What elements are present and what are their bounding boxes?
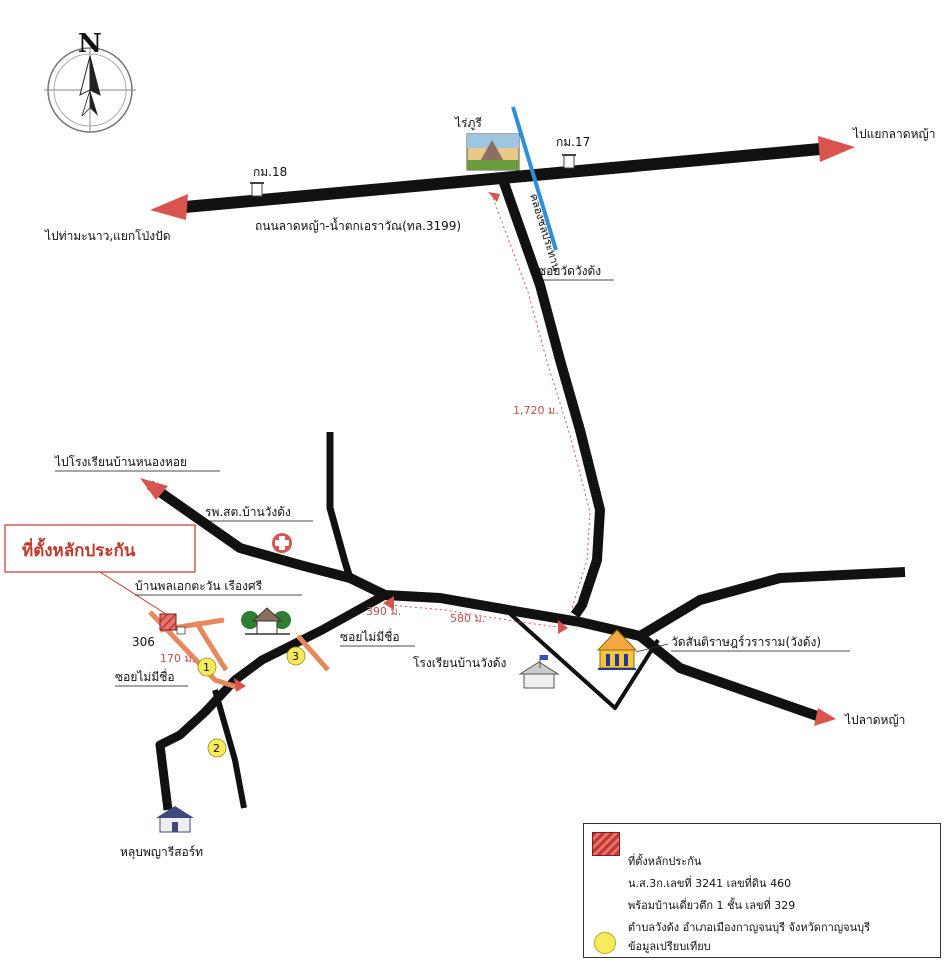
comparable-marker-2: 2 (207, 738, 227, 758)
collateral-callout: ที่ตั้งหลักประกัน (4, 524, 196, 615)
route-dotted-path (492, 197, 591, 609)
north-branch-road (326, 432, 354, 580)
temple-icon (596, 629, 669, 670)
rai-phuri-picture (466, 133, 520, 171)
southwest-road (155, 591, 388, 811)
legend-comparable: ข้อมูลเปรียบเทียบ (628, 940, 711, 953)
lot-number-label: 306 (132, 635, 155, 649)
collateral-title: ที่ตั้งหลักประกัน (22, 537, 136, 561)
collateral-plot (159, 613, 177, 631)
distance-1720: 1,720 ม. (513, 404, 559, 417)
school-loop-road (506, 610, 660, 710)
to-ladya-junction-label: ไปแยกลาดหญ้า (852, 127, 935, 141)
svg-text:2: 2 (213, 742, 220, 755)
distance-580: 580 ม. (450, 612, 485, 625)
school-icon (518, 655, 560, 689)
to-thamanao-label: ไปท่ามะนาว,แยกโป่งปัด (44, 229, 171, 243)
main-road-label: ถนนลาดหญ้า-น้ำตกเอราวัณ(ทล.3199) (255, 217, 461, 233)
legend-location: ตำบลวังด้ง อำเภอเมืองกาญจนบุรี จังหวัดกา… (628, 921, 871, 934)
resort-icon (156, 806, 194, 833)
soi-no-name-label-1: ซอยไม่มีชื่อ (115, 668, 175, 684)
house-pol-label: บ้านพลเอกตะวัน เรืองศรี (135, 579, 263, 593)
legend-collateral: ที่ตั้งหลักประกัน (628, 855, 702, 868)
legend-deed: น.ส.3ก.เลขที่ 3241 เลขที่ดิน 460 (628, 877, 792, 890)
to-school-nonghoi-label: ไปโรงเรียนบ้านหนองหอย (54, 455, 187, 469)
comparable-marker-3: 3 (286, 646, 306, 666)
soi-wat-wangdang-label: ซอยวัดวังด้ง (538, 264, 601, 278)
house-icon (241, 607, 291, 635)
distance-390: 390 ม. (366, 605, 401, 618)
soi-wat-wangdang-road (498, 178, 605, 618)
svg-text:3: 3 (292, 650, 299, 663)
temple-label: วัดสันติราษฎร์วราราม(วังด้ง) (671, 635, 821, 649)
health-station (272, 533, 292, 553)
km18-post (250, 182, 264, 197)
legend-box: ที่ตั้งหลักประกัน น.ส.3ก.เลขที่ 3241 เลข… (583, 823, 941, 958)
compass-rose: N (44, 29, 136, 133)
legend-house: พร้อมบ้านเดี่ยวตึก 1 ชั้น เลขที่ 329 (628, 899, 796, 912)
km17-post (562, 154, 576, 169)
canal-line (511, 106, 558, 251)
legend-collateral-swatch (592, 832, 620, 856)
comparable-marker-1: 1 (197, 657, 217, 677)
rai-phuri-label: ไร่ภูรี (454, 116, 482, 131)
north-label: N (78, 29, 102, 59)
legend-comparable-swatch (594, 932, 616, 954)
km18-label: กม.18 (253, 165, 287, 179)
resort-label: หลุบพญารีสอร์ท (120, 845, 203, 860)
soi-no-name-label-2: ซอยไม่มีชื่อ (340, 628, 400, 644)
northeast-road (637, 567, 906, 641)
distance-170: 170 ม. (160, 652, 195, 665)
health-station-label: รพ.สต.บ้านวังด้ง (205, 505, 291, 519)
svg-text:1: 1 (203, 661, 210, 674)
main-highway (150, 136, 855, 220)
km17-label: กม.17 (556, 135, 590, 149)
branch-road-2 (212, 689, 247, 809)
school-label: โรงเรียนบ้านวังด้ง (413, 656, 506, 670)
to-ladya-label: ไปลาดหญ้า (844, 713, 905, 727)
